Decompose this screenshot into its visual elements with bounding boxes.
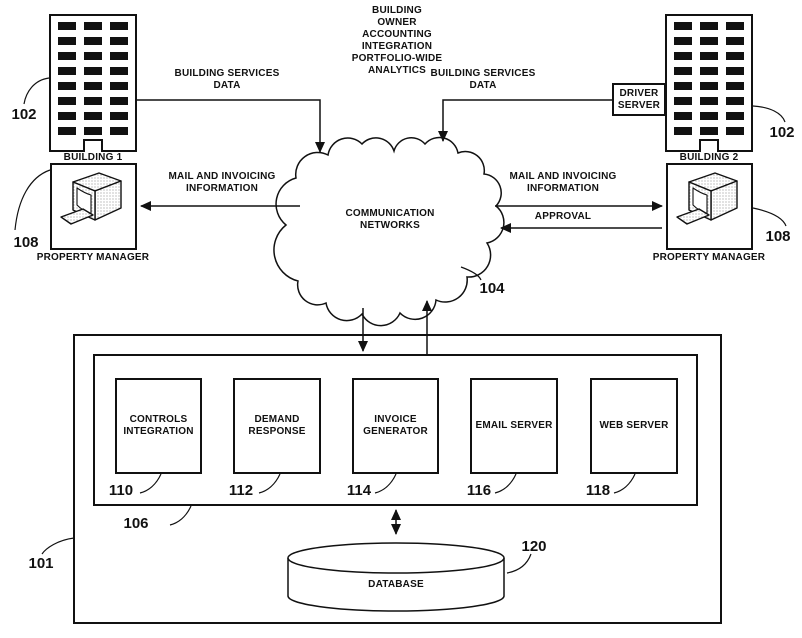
leader-104 [460,266,482,281]
property-manager2-caption: PROPERTY MANAGER [652,252,766,263]
leader-101 [41,537,75,555]
building2-door-icon [699,139,719,152]
property-manager1-caption: PROPERTY MANAGER [36,252,150,263]
ref-106: 106 [123,515,149,532]
driver-server-box: DRIVER SERVER [612,83,666,116]
driver-server-label: DRIVER SERVER [617,87,661,111]
module-web-server: WEB SERVER [590,378,678,474]
ref-118: 118 [585,482,611,499]
building-services-data-left-label: BUILDING SERVICES DATA [174,68,280,91]
module-group-box [93,354,698,506]
module-label: WEB SERVER [599,420,669,431]
leader-108-right [752,207,787,227]
building1-caption: BUILDING 1 [63,152,123,163]
module-demand-response: DEMAND RESPONSE [233,378,321,474]
arrow-building1-to-cloud [137,99,325,153]
ref-102-left: 102 [11,106,37,123]
ref-110: 110 [108,482,134,499]
module-label: INVOICE GENERATOR [363,414,428,437]
ref-101: 101 [28,555,54,572]
module-invoice-generator: INVOICE GENERATOR [352,378,439,474]
cloud-shape [273,136,505,327]
title-caption: BUILDING OWNER ACCOUNTING INTEGRATION PO… [351,5,443,76]
leader-102-right [752,105,786,123]
building1-shape [49,14,137,152]
ref-116: 116 [466,482,492,499]
ref-108-right: 108 [765,228,791,245]
leader-116 [494,473,517,494]
leader-108-left [14,169,51,231]
computer-icon [676,172,738,225]
arrow-building2-to-cloud [438,99,612,142]
leader-112 [258,473,281,494]
module-label: EMAIL SERVER [475,420,553,431]
cloud-label: COMMUNICATION NETWORKS [345,208,435,231]
leader-120 [506,553,532,574]
module-email-server: EMAIL SERVER [470,378,558,474]
computer-icon [60,172,122,225]
leader-106 [169,505,192,526]
leader-110 [139,473,162,494]
module-label: CONTROLS INTEGRATION [123,414,194,437]
database-label: DATABASE [368,579,424,590]
leader-102-left [23,77,50,105]
approval-label: APPROVAL [534,211,592,222]
mail-invoicing-right-label: MAIL AND INVOICING INFORMATION [509,171,617,194]
system-box [73,334,722,624]
mail-invoicing-left-label: MAIL AND INVOICING INFORMATION [168,171,276,194]
database-cylinder [287,542,505,612]
ref-114: 114 [346,482,372,499]
module-controls-integration: CONTROLS INTEGRATION [115,378,202,474]
leader-114 [374,473,397,494]
ref-112: 112 [228,482,254,499]
building2-shape [665,14,753,152]
building2-caption: BUILDING 2 [679,152,739,163]
building1-door-icon [83,139,103,152]
building2-windows-icon [674,22,744,142]
ref-102-right: 102 [769,124,795,141]
building1-windows-icon [58,22,128,142]
ref-104: 104 [479,280,505,297]
ref-120: 120 [521,538,547,555]
leader-118 [613,473,636,494]
module-label: DEMAND RESPONSE [248,414,306,437]
building-services-data-right-label: BUILDING SERVICES DATA [430,68,536,91]
ref-108-left: 108 [13,234,39,251]
